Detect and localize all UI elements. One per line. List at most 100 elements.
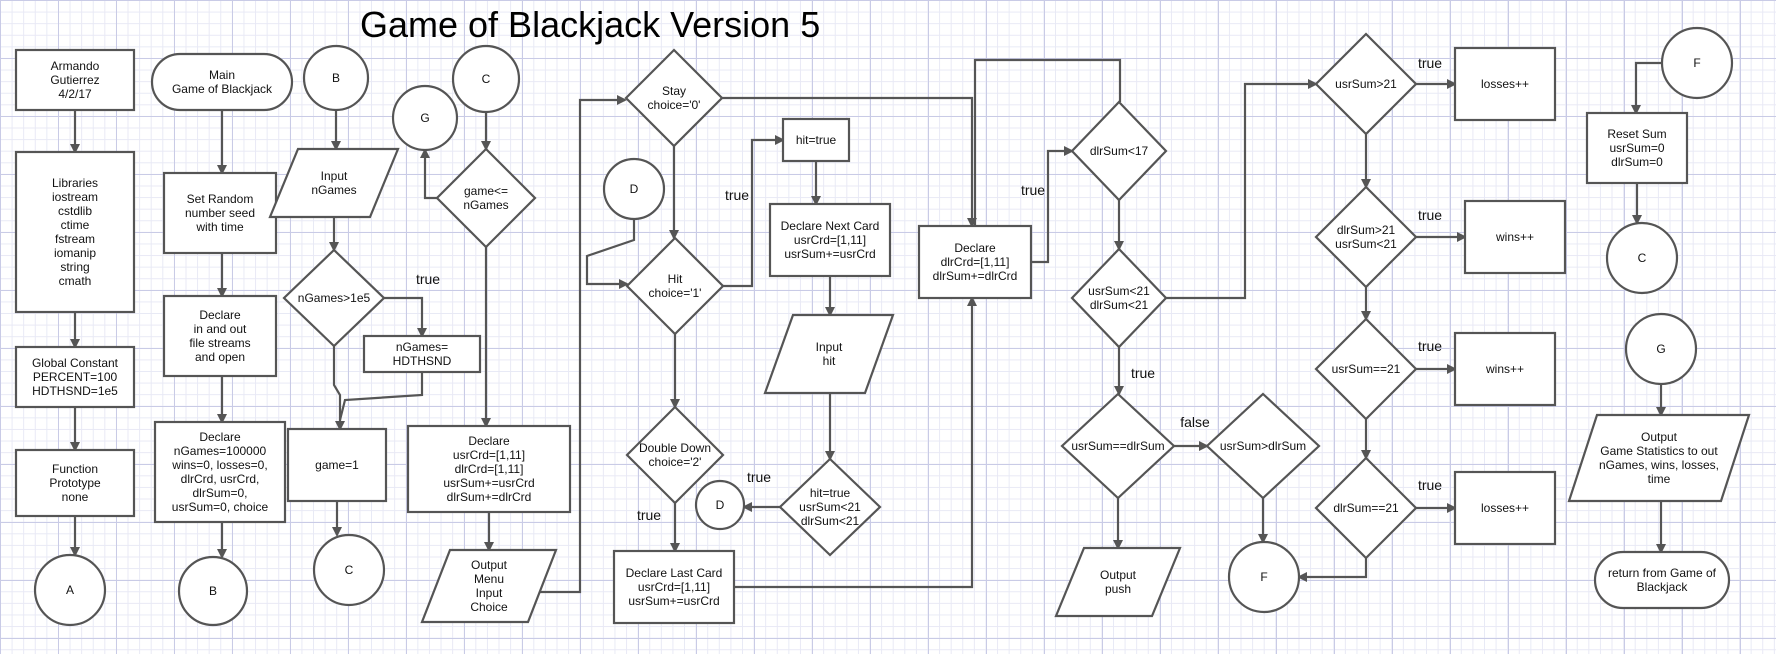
connector-circle	[1660, 26, 1734, 100]
node-text: usrSum+=usrCrd	[784, 247, 875, 261]
node-text: dlrSum<17	[1090, 144, 1149, 158]
node-usrgt21: usrSum>21	[1314, 32, 1418, 136]
node-text: wins=0, losses=0,	[171, 458, 267, 472]
node-conn-g-in: G	[1624, 312, 1698, 386]
flow-arrow	[338, 372, 424, 421]
process-box	[286, 427, 388, 503]
node-text: hit=true	[796, 133, 837, 147]
edge-label: true	[1418, 55, 1442, 71]
node-text: PERCENT=100	[33, 370, 118, 384]
connector-circle	[694, 479, 746, 531]
node-text: none	[62, 490, 89, 504]
flow-arrow	[585, 219, 636, 289]
node-conn-c-in: C	[451, 44, 521, 114]
node-text: cmath	[59, 274, 92, 288]
node-text: choice='0'	[648, 98, 701, 112]
node-text: F	[1693, 56, 1700, 70]
process-box	[362, 334, 482, 374]
io-parallelogram	[1054, 546, 1182, 618]
edge-label: true	[725, 187, 749, 203]
node-text: hit=true	[810, 486, 851, 500]
node-text: Input	[476, 586, 503, 600]
node-text: Blackjack	[1637, 580, 1689, 594]
node-text: wins++	[1485, 362, 1524, 376]
node-text: Menu	[474, 572, 504, 586]
node-text: return from Game of	[1608, 566, 1717, 580]
decision-diamond	[1070, 247, 1168, 349]
edge-label: true	[747, 469, 771, 485]
node-text: game<=	[464, 184, 508, 198]
node-text: Main	[209, 68, 235, 82]
node-text: string	[60, 260, 89, 274]
node-text: Output	[1641, 430, 1678, 444]
node-text: dlrSum==21	[1333, 501, 1399, 515]
decision-diamond	[1314, 32, 1418, 136]
flow-arrow	[420, 148, 437, 200]
node-text: Hit	[668, 272, 683, 286]
node-text: cstdlib	[58, 204, 92, 218]
node-text: Libraries	[52, 176, 98, 190]
node-text: nGames, wins, losses,	[1599, 458, 1719, 472]
flow-arrow	[1631, 61, 1662, 115]
decision-diamond	[1060, 392, 1176, 500]
node-text: usrCrd=[1,11]	[453, 448, 525, 462]
decision-diamond	[624, 48, 724, 148]
flow-arrow	[1031, 146, 1074, 264]
node-text: Stay	[662, 84, 686, 98]
node-wins2: wins++	[1453, 331, 1557, 407]
node-conn-c-out2: C	[1605, 221, 1679, 295]
node-text: Double Down	[639, 441, 711, 455]
edge-label: true	[1418, 338, 1442, 354]
node-text: 4/2/17	[58, 87, 92, 101]
process-box	[1453, 46, 1557, 122]
node-text: Global Constant	[32, 356, 119, 370]
node-text: number seed	[185, 206, 255, 220]
node-text: D	[716, 498, 725, 512]
node-wins1: wins++	[1463, 199, 1567, 275]
node-text: dlrSum+=dlrCrd	[933, 269, 1018, 283]
node-text: ctime	[61, 218, 90, 232]
node-conn-f-out: F	[1227, 540, 1301, 614]
node-text: choice='2'	[649, 455, 702, 469]
node-text: C	[1638, 251, 1647, 265]
node-conn-b-in: B	[302, 44, 370, 112]
flow-arrow	[1166, 79, 1318, 300]
connector-circle	[312, 533, 386, 607]
node-text: hit	[823, 354, 836, 368]
io-parallelogram	[420, 548, 558, 624]
flow-arrow	[384, 296, 427, 338]
node-conn-f-in: F	[1660, 26, 1734, 100]
node-text: dlrSum>21	[1337, 223, 1396, 237]
process-box	[162, 294, 278, 378]
decision-diamond	[625, 236, 725, 336]
node-text: Input	[321, 169, 348, 183]
node-text: wins++	[1495, 230, 1534, 244]
node-conn-d-in: D	[602, 157, 666, 221]
node-text: HDTHSND	[393, 354, 452, 368]
connector-circle	[602, 157, 666, 221]
flow-arrow	[973, 58, 1122, 226]
node-declcards: DeclareusrCrd=[1,11]dlrCrd=[1,11]usrSum+…	[406, 424, 572, 514]
node-text: Declare Next Card	[781, 219, 880, 233]
flow-arrow	[723, 135, 785, 288]
node-text: usrSum<21	[1335, 237, 1397, 251]
node-text: Declare Last Card	[626, 566, 723, 580]
node-text: nGames	[463, 198, 508, 212]
edge-label: true	[1021, 182, 1045, 198]
io-parallelogram	[1567, 413, 1751, 503]
node-text: B	[209, 584, 217, 598]
node-text: Declare	[199, 430, 241, 444]
node-text: Set Random	[187, 192, 254, 206]
